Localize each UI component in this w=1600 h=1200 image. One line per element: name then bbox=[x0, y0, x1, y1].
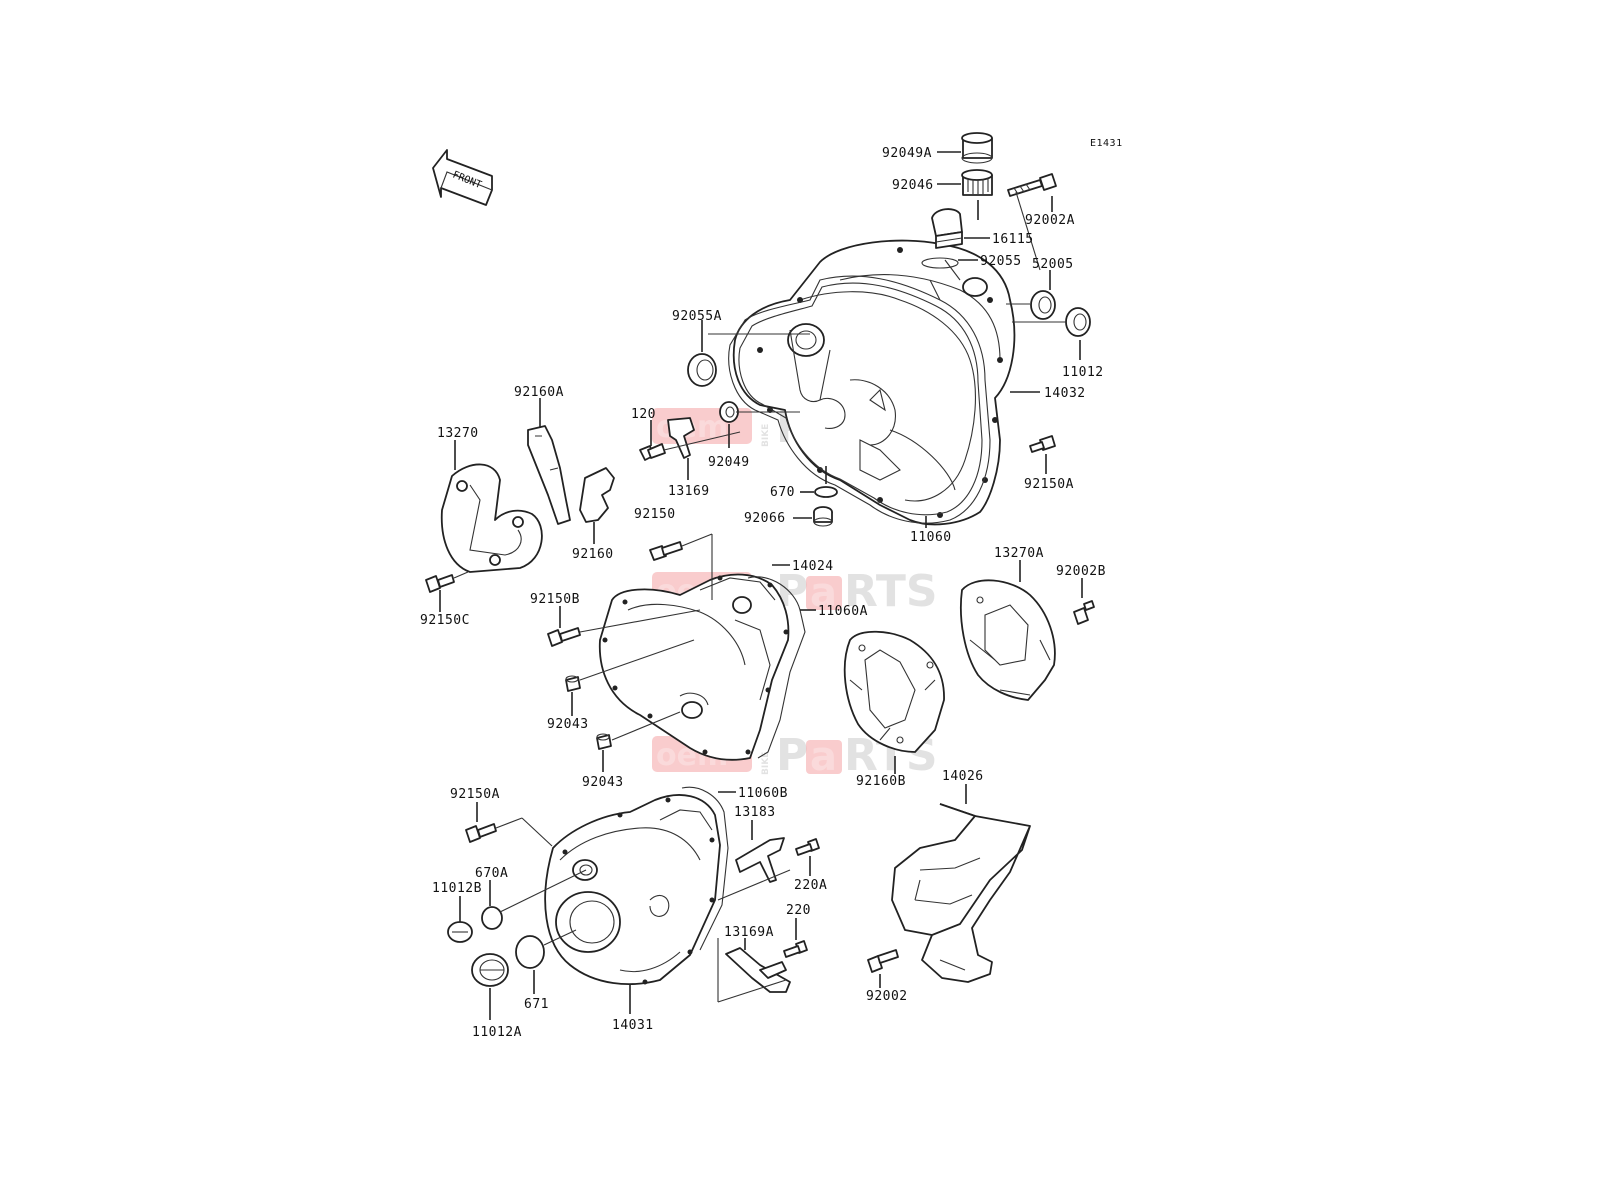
label-92049: 92049 bbox=[708, 455, 750, 470]
label-92150B: 92150B bbox=[530, 592, 580, 607]
plate-13169 bbox=[667, 417, 695, 459]
label-14032: 14032 bbox=[1044, 386, 1086, 401]
label-14026: 14026 bbox=[942, 769, 984, 784]
watermark-a: a bbox=[810, 570, 837, 616]
label-16115: 16115 bbox=[992, 232, 1034, 247]
bolt-120 bbox=[639, 443, 666, 461]
oil-filler-cap-16115 bbox=[931, 208, 963, 249]
label-92160A: 92160A bbox=[514, 385, 564, 400]
label-11012B: 11012B bbox=[432, 881, 482, 896]
label-92049A: 92049A bbox=[882, 146, 932, 161]
dowel-pin-92043-a bbox=[565, 675, 581, 692]
label-92066: 92066 bbox=[744, 511, 786, 526]
label-92055A: 92055A bbox=[672, 309, 722, 324]
cap-11012B bbox=[447, 921, 473, 943]
label-670A: 670A bbox=[475, 866, 508, 881]
label-92150A-upper: 92150A bbox=[1024, 477, 1074, 492]
part-labels: 92049A 92046 92002A 16115 92055 52005 92… bbox=[420, 146, 1106, 1040]
label-92043-b: 92043 bbox=[582, 775, 624, 790]
bracket-13183 bbox=[735, 837, 785, 883]
cap-11012A bbox=[471, 953, 509, 987]
leader-lines bbox=[439, 151, 1083, 1020]
damper-92160B bbox=[843, 630, 945, 753]
label-13169A: 13169A bbox=[724, 925, 774, 940]
label-92046: 92046 bbox=[892, 178, 934, 193]
front-arrow: FRONT bbox=[432, 149, 493, 206]
label-92150: 92150 bbox=[634, 507, 676, 522]
oil-seal-92055A bbox=[687, 353, 717, 387]
cushion-92160 bbox=[579, 467, 615, 523]
label-11012: 11012 bbox=[1062, 365, 1104, 380]
clutch-cover-14032 bbox=[732, 239, 1016, 526]
label-92002: 92002 bbox=[866, 989, 908, 1004]
label-13183: 13183 bbox=[734, 805, 776, 820]
bearing-92046 bbox=[961, 169, 993, 196]
bolt-92002B bbox=[1073, 600, 1095, 625]
guard-13270 bbox=[440, 463, 543, 573]
bolt-92150A-lower bbox=[465, 823, 497, 843]
seal-52005 bbox=[1030, 290, 1056, 320]
o-ring-92055 bbox=[921, 257, 959, 269]
gasket-11060 bbox=[728, 275, 991, 524]
watermark-rts: RTS bbox=[844, 566, 938, 617]
label-120: 120 bbox=[631, 407, 656, 422]
plate-13169A bbox=[725, 947, 791, 993]
gasket-11060-inner bbox=[738, 282, 983, 516]
label-11060B: 11060B bbox=[738, 786, 788, 801]
label-220A: 220A bbox=[794, 878, 827, 893]
label-92055: 92055 bbox=[980, 254, 1022, 269]
dowel-pin-92043-b bbox=[596, 733, 612, 750]
label-92160: 92160 bbox=[572, 547, 614, 562]
label-14024: 14024 bbox=[792, 559, 834, 574]
bolt-92150 bbox=[649, 541, 683, 561]
bolt-220 bbox=[783, 940, 808, 958]
gasket-11060A bbox=[747, 576, 806, 759]
guard-13270A bbox=[959, 579, 1056, 701]
bushing-92049 bbox=[719, 401, 739, 423]
bolt-92150B bbox=[547, 627, 581, 647]
bushing-92049A bbox=[961, 132, 993, 164]
label-92043-a: 92043 bbox=[547, 717, 589, 732]
diagram-code: E1431 bbox=[1090, 138, 1123, 149]
label-11060: 11060 bbox=[910, 530, 952, 545]
o-ring-671 bbox=[515, 935, 545, 969]
watermark-bike: BIKE bbox=[761, 752, 771, 775]
plug-92066 bbox=[813, 506, 833, 527]
label-92150A-lower: 92150A bbox=[450, 787, 500, 802]
label-92160B: 92160B bbox=[856, 774, 906, 789]
label-52005: 52005 bbox=[1032, 257, 1074, 272]
watermark-bike: BIKE bbox=[761, 424, 771, 447]
label-670: 670 bbox=[770, 485, 795, 500]
bolt-220A bbox=[795, 838, 820, 856]
label-13270A: 13270A bbox=[994, 546, 1044, 561]
label-92150C: 92150C bbox=[420, 613, 470, 628]
cap-11012 bbox=[1065, 307, 1091, 337]
label-14031: 14031 bbox=[612, 1018, 654, 1033]
label-92002A: 92002A bbox=[1025, 213, 1075, 228]
o-ring-670A bbox=[481, 906, 503, 930]
o-ring-670 bbox=[814, 486, 838, 498]
label-671: 671 bbox=[524, 997, 549, 1012]
generator-cover-14024 bbox=[598, 573, 790, 761]
bolt-92150C bbox=[425, 574, 455, 593]
watermark-p: P bbox=[776, 730, 808, 781]
label-11060A: 11060A bbox=[818, 604, 868, 619]
bolt-92002 bbox=[867, 949, 899, 973]
label-220: 220 bbox=[786, 903, 811, 918]
sprocket-cover-14026 bbox=[891, 803, 1031, 983]
label-13270: 13270 bbox=[437, 426, 479, 441]
label-11012A: 11012A bbox=[472, 1025, 522, 1040]
cushion-92160A bbox=[527, 425, 571, 525]
bolt-92002A bbox=[1007, 173, 1057, 197]
label-92002B: 92002B bbox=[1056, 564, 1106, 579]
gasket-11060B bbox=[681, 786, 729, 951]
generator-cover-14031 bbox=[544, 794, 721, 985]
bolt-92150A-upper bbox=[1029, 435, 1056, 453]
watermark-a: a bbox=[810, 734, 837, 780]
label-13169: 13169 bbox=[668, 484, 710, 499]
